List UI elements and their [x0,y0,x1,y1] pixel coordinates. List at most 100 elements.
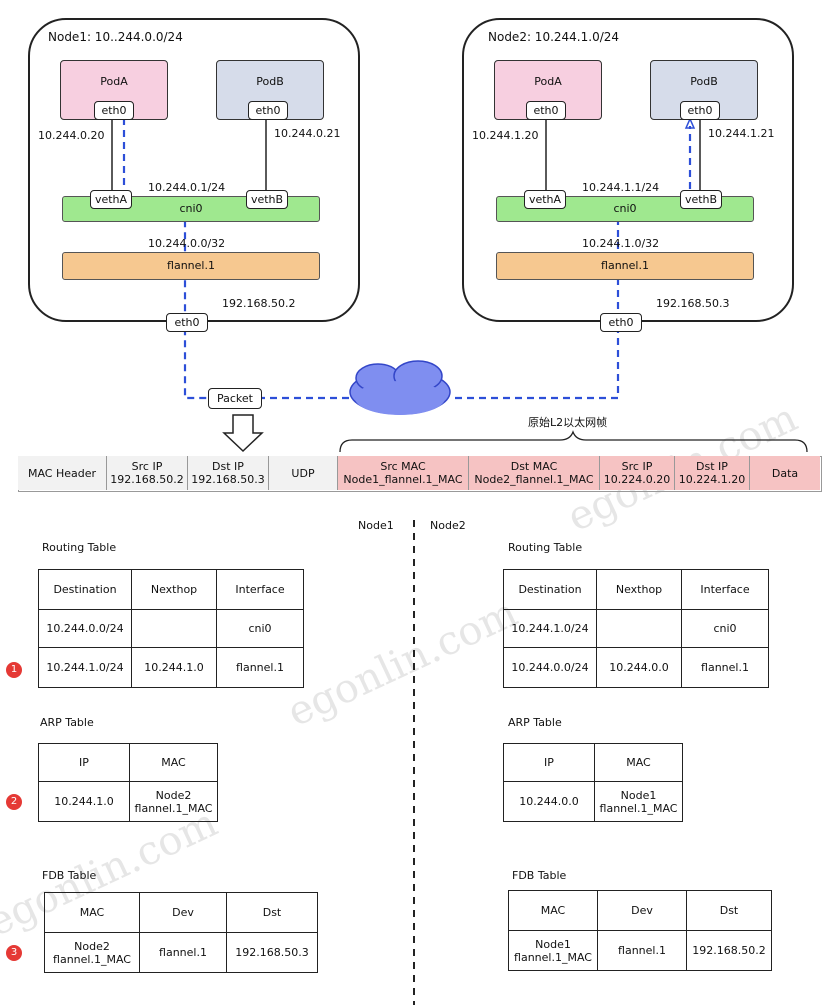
cell: flannel.1 [139,932,227,973]
col-header: MAC [508,890,598,931]
step-badge-1: 1 [6,662,22,678]
right-routing-title: Routing Table [508,541,583,554]
col-header: Dst [686,890,772,931]
cell: 10.244.1.0/24 [503,609,597,648]
node2-vethB[interactable]: vethB [680,190,722,209]
table-row: 10.244.1.0/24 cni0 [503,609,769,648]
left-arp-title: ARP Table [40,716,94,729]
node2-eth0[interactable]: eth0 [600,313,642,332]
cell-text: Data [771,466,799,480]
col-header: Destination [38,569,132,610]
cell-value: 192.168.50.2 [110,473,184,486]
right-routing-table: Destination Nexthop Interface 10.244.1.0… [503,569,769,688]
packet-box[interactable]: Packet [208,388,262,409]
node2-cni-ip: 10.244.1.1/24 [582,181,660,194]
step-badge-3: 3 [6,945,22,961]
divider-label-node1: Node1 [358,519,394,532]
data-cell: Data [750,456,820,490]
cell: flannel.1 [597,930,687,971]
mac-header-cell: MAC Header [18,456,107,490]
inner-src-mac-cell: Src MAC Node1_flannel.1_MAC [338,456,469,490]
node2-podA-eth0[interactable]: eth0 [526,101,566,120]
frame-caption: 原始L2以太网帧 [528,416,608,429]
cell-title: Dst MAC [510,460,558,473]
left-fdb-title: FDB Table [42,869,97,882]
col-header: Dst [226,892,318,933]
cell-value: 10.224.0.20 [603,473,671,486]
node1-podA-eth0[interactable]: eth0 [94,101,134,120]
cell: flannel.1 [681,647,769,688]
cell: cni0 [216,609,304,648]
node1-cni-ip: 10.244.0.1/24 [148,181,226,194]
node1-vethA[interactable]: vethA [90,190,132,209]
cell-line: Node2 [155,788,192,802]
col-header: Interface [681,569,769,610]
pod-label: PodB [256,75,284,88]
node1-flannel1[interactable]: flannel.1 [62,252,320,280]
cell-line: flannel.1_MAC [53,952,131,966]
col-header: MAC [129,743,218,782]
inner-src-ip-cell: Src IP 10.224.0.20 [600,456,675,490]
cell-line: flannel.1_MAC [514,950,592,964]
col-header: MAC [44,892,140,933]
table-row: 10.244.0.0/24 10.244.0.0 flannel.1 [503,647,769,688]
brace [339,430,808,453]
inner-dst-mac-cell: Dst MAC Node2_flannel.1_MAC [469,456,600,490]
node1-eth0[interactable]: eth0 [166,313,208,332]
cell: 10.244.1.0/24 [38,647,132,688]
cell-value: 10.224.1.20 [678,473,746,486]
table-row: 10.244.1.0/24 10.244.1.0 flannel.1 [38,647,304,688]
left-routing-title: Routing Table [42,541,117,554]
node1-podB-ip: 10.244.0.21 [274,127,341,140]
node2-vethA[interactable]: vethA [524,190,566,209]
flannel-label: flannel.1 [167,259,215,272]
divider-label-node2: Node2 [430,519,466,532]
cell [596,609,682,648]
cni-label: cni0 [613,202,637,215]
node2-flannel1[interactable]: flannel.1 [496,252,754,280]
col-header: Dev [139,892,227,933]
node2-podB-eth0[interactable]: eth0 [680,101,720,120]
node1-title: Node1: 10..244.0.0/24 [48,30,183,44]
cell: 192.168.50.3 [226,932,318,973]
node1-podA-ip: 10.244.0.20 [38,129,105,142]
table-row: 10.244.0.0/24 cni0 [38,609,304,648]
node2-host-ip: 192.168.50.3 [656,297,730,310]
cell: 10.244.1.0 [131,647,217,688]
node2-title: Node2: 10.244.1.0/24 [488,30,620,44]
node1-vethB[interactable]: vethB [246,190,288,209]
cell-title: Src IP [621,460,653,473]
inner-dst-ip-cell: Dst IP 10.224.1.20 [675,456,750,490]
cell-value: 192.168.50.3 [191,473,265,486]
cell-value: Node2_flannel.1_MAC [474,473,594,486]
col-header: IP [38,743,130,782]
cell-line: Node1 [620,788,657,802]
node1-flannel-ip: 10.244.0.0/32 [148,237,226,250]
col-header: Nexthop [131,569,217,610]
node1-podB-eth0[interactable]: eth0 [248,101,288,120]
cloud-icon [349,360,451,415]
col-header: IP [503,743,595,782]
arrow-icon [684,117,696,129]
cell: 10.244.0.0/24 [38,609,132,648]
cell: 10.244.0.0 [503,781,595,822]
cell-title: Src IP [131,460,163,473]
cell-line: flannel.1_MAC [599,801,678,815]
outer-src-ip-cell: Src IP 192.168.50.2 [107,456,188,490]
cell: 10.244.1.0 [38,781,130,822]
outer-dst-ip-cell: Dst IP 192.168.50.3 [188,456,269,490]
udp-cell: UDP [269,456,338,490]
pod-label: PodB [690,75,718,88]
right-arp-title: ARP Table [508,716,562,729]
col-header: MAC [594,743,683,782]
cell-value: Node1_flannel.1_MAC [343,473,463,486]
node2-flannel-ip: 10.244.1.0/32 [582,237,660,250]
